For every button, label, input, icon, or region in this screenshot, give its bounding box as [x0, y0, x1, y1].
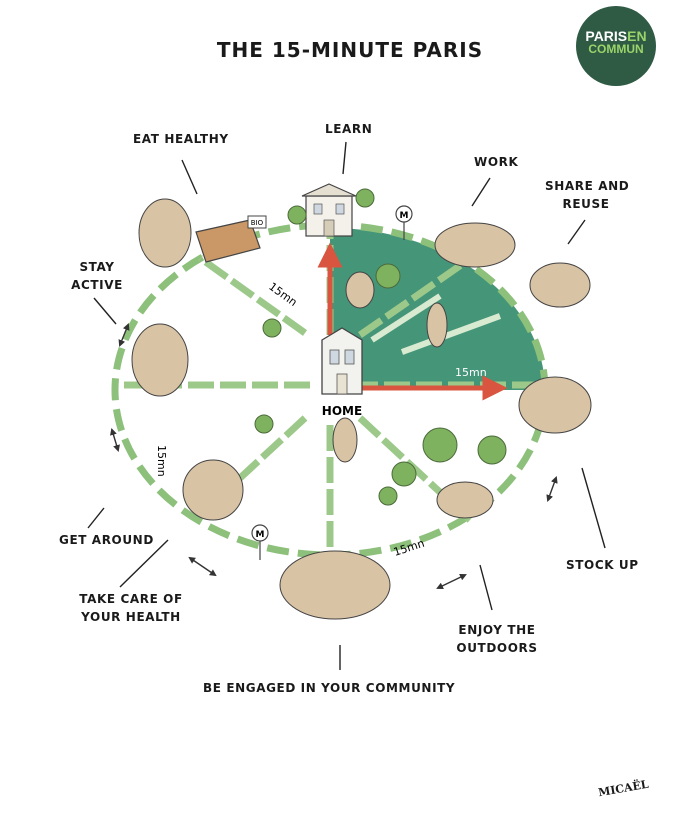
- metro-sign-top: M: [395, 205, 413, 240]
- people-health: [182, 459, 244, 521]
- metro-sign-bottom: M: [251, 524, 269, 560]
- distance-label-east: 15mn: [455, 366, 487, 379]
- tree: [422, 427, 458, 463]
- leader-health: [119, 539, 169, 588]
- cyclist-center: [345, 271, 375, 309]
- tree: [391, 461, 417, 487]
- people-share-reuse: [529, 262, 591, 308]
- double-arrow: [118, 323, 130, 347]
- person-center: [426, 302, 448, 348]
- road-inner-e: [400, 313, 502, 355]
- logo-paris-text: PARIS: [585, 28, 628, 44]
- metro-sign-bottom-letter: M: [256, 530, 265, 540]
- people-stay-active: [131, 323, 189, 397]
- people-stock-up: [518, 376, 592, 434]
- label-get-around: GET AROUND: [59, 533, 154, 547]
- label-outdoors: ENJOY THE OUTDOORS: [448, 621, 546, 657]
- tree: [287, 205, 307, 225]
- leader-learn: [342, 141, 347, 175]
- label-stay-active: STAY ACTIVE: [64, 258, 130, 294]
- people-groups: [131, 198, 592, 620]
- road-inner-ne: [370, 293, 442, 343]
- label-stock-up: STOCK UP: [566, 558, 639, 572]
- double-arrow: [110, 427, 120, 453]
- label-learn: LEARN: [325, 122, 373, 136]
- label-community: BE ENGAGED IN YOUR COMMUNITY: [203, 681, 456, 695]
- home-label: HOME: [322, 404, 362, 418]
- tree: [355, 188, 375, 208]
- label-share-reuse: SHARE AND REUSE: [545, 177, 630, 213]
- double-arrow: [188, 556, 217, 577]
- logo-line-1: PARISEN: [576, 28, 656, 44]
- distance-label-south: 15mn: [392, 537, 426, 559]
- person-near-home: [332, 417, 358, 463]
- bio-sign-text: BIO: [251, 219, 264, 227]
- road-nw: [197, 255, 308, 336]
- tree: [262, 318, 282, 338]
- home-building: [321, 327, 363, 395]
- people-outdoors: [436, 481, 494, 519]
- label-share-reuse-line1: SHARE AND: [545, 179, 630, 193]
- logo-line-2: COMMUN: [588, 42, 644, 56]
- distance-label-west: 15mn: [155, 445, 168, 477]
- tree: [378, 486, 398, 506]
- label-eat-healthy: EAT HEALTHY: [133, 132, 229, 146]
- label-share-reuse-line2: REUSE: [562, 197, 610, 211]
- double-arrow: [436, 573, 467, 590]
- metro-sign-top-letter: M: [400, 211, 409, 221]
- people-community: [279, 550, 391, 620]
- school-building: [301, 183, 357, 237]
- page-title: THE 15-MINUTE PARIS: [216, 38, 484, 62]
- label-outdoors-line1: ENJOY THE: [458, 623, 536, 637]
- label-stay-active-line2: ACTIVE: [71, 278, 123, 292]
- label-health-line2: YOUR HEALTH: [81, 610, 181, 624]
- logo-en-text: EN: [627, 28, 647, 44]
- leader-share-reuse: [567, 219, 586, 245]
- tree: [254, 414, 274, 434]
- label-stay-active-line1: STAY: [79, 260, 115, 274]
- leader-eat-healthy: [181, 159, 198, 195]
- people-work: [434, 222, 516, 268]
- leader-get-around: [87, 507, 105, 529]
- trees: [254, 188, 507, 506]
- leader-stock-up: [581, 467, 606, 549]
- label-health: TAKE CARE OF YOUR HEALTH: [72, 590, 190, 626]
- double-arrow: [546, 476, 558, 502]
- market-stall: BIO: [195, 215, 267, 263]
- paris-en-commun-logo: PARISEN COMMUN: [576, 6, 656, 86]
- leader-stay-active: [93, 297, 117, 325]
- leader-lines: [87, 141, 606, 670]
- tree: [375, 263, 401, 289]
- tree: [477, 435, 507, 465]
- leader-work: [471, 177, 491, 207]
- label-health-line1: TAKE CARE OF: [79, 592, 183, 606]
- label-work: WORK: [474, 155, 519, 169]
- ring-double-arrows: [110, 323, 558, 590]
- leader-outdoors: [479, 564, 493, 611]
- people-eat-healthy: [138, 198, 192, 268]
- label-outdoors-line2: OUTDOORS: [456, 641, 538, 655]
